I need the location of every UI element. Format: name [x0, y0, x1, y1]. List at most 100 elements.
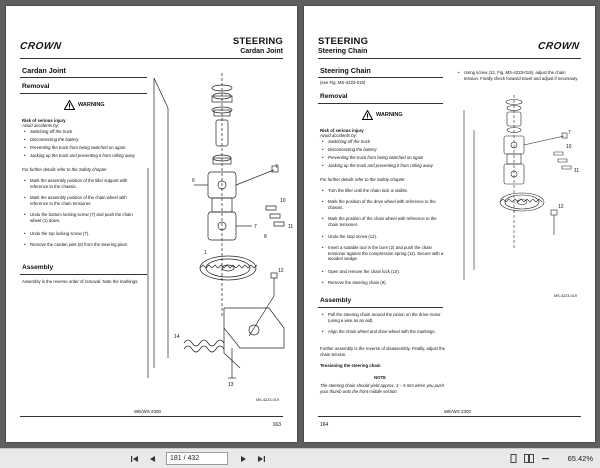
- crown-logo: CROWN: [536, 41, 580, 52]
- footer-model: WE/WS 2300: [134, 409, 162, 414]
- risk-item: Switching off the truck: [322, 139, 442, 145]
- callout-11: 11: [288, 224, 293, 230]
- callout-6: 6: [192, 178, 195, 184]
- step: Mark the position of the drive wheel wit…: [322, 199, 444, 210]
- step: Insert a suitable tool in the bore (2) a…: [322, 245, 444, 262]
- header-subtitle: Cardan Joint: [240, 48, 283, 55]
- callout-12: 12: [558, 204, 564, 210]
- step: Turn the tiller until the chain lock is …: [322, 188, 444, 194]
- figure-ref: MS-4223-019: [255, 398, 279, 402]
- assembly-rule: [318, 307, 443, 308]
- single-page-icon: [510, 454, 516, 463]
- callout-14: 14: [174, 334, 180, 340]
- risk-intro: Avoid accidents by:: [22, 123, 59, 128]
- header-rule: [20, 58, 283, 59]
- callout-7: 7: [568, 130, 571, 136]
- assembly-heading: Assembly: [320, 297, 352, 304]
- crown-logo: CROWN: [19, 41, 63, 52]
- risk-outro: For further details refer to the Safety …: [22, 167, 108, 172]
- document-viewer: CROWN STEERING Cardan Joint Cardan Joint…: [0, 0, 600, 448]
- header-title: STEERING: [232, 36, 283, 47]
- assembly-step: Pull the steering chain around the pinio…: [322, 312, 444, 323]
- next-page-button[interactable]: [236, 452, 250, 465]
- callout-10: 10: [566, 144, 572, 150]
- header-title: STEERING: [318, 36, 369, 47]
- callout-12: 12: [278, 268, 284, 274]
- page-164: STEERING Steering Chain CROWN Steering C…: [304, 6, 595, 442]
- page-number-field[interactable]: 181 / 432: [166, 452, 228, 465]
- step: Remove the cardan joint (6) from the ste…: [24, 242, 144, 248]
- section-rule: [20, 77, 147, 78]
- note-text: The steering chain should yield approx. …: [320, 383, 444, 394]
- zoom-out-icon: [541, 458, 549, 460]
- footer-model: WE/WS 2300: [444, 409, 472, 414]
- step: Mark the position of the chain wheel wit…: [322, 216, 444, 227]
- risk-title: Risk of serious injury: [22, 118, 66, 123]
- viewer-toolbar: 181 / 432 65.42%: [0, 448, 600, 468]
- cardan-joint-exploded-diagram: 7 6 7 1 10 11 8 12 14 13: [147, 73, 293, 388]
- callout-1: 1: [204, 250, 207, 256]
- assembly-heading: Assembly: [22, 264, 54, 271]
- warning-box: WARNING: [63, 99, 105, 110]
- step: Mark the assembly position of the tiller…: [24, 178, 144, 189]
- warning-label: WARNING: [376, 112, 403, 118]
- section-title: Cardan Joint: [22, 66, 66, 75]
- assembly-text: Assembly is the reverse order of removal…: [22, 279, 139, 284]
- callout-7b: 7: [254, 224, 257, 230]
- risk-item: Preventing the truck from being switched…: [322, 155, 447, 161]
- last-page-icon: [258, 455, 265, 462]
- two-page-view-button[interactable]: [522, 452, 536, 465]
- warning-icon: [361, 109, 374, 120]
- removal-heading: Removal: [320, 93, 348, 100]
- section-title: Steering Chain: [320, 66, 371, 75]
- section-rule: [318, 77, 443, 78]
- removal-rule: [318, 103, 443, 104]
- risk-item: Disconnecting the battery: [322, 147, 442, 153]
- prev-page-icon: [150, 455, 155, 462]
- footer-rule: [20, 416, 283, 417]
- assembly-step: Align the chain wheel and drive wheel wi…: [322, 329, 444, 335]
- warning-icon: [63, 99, 76, 110]
- see-fig: (see Fig. MS-4223-019): [320, 80, 366, 85]
- last-page-button[interactable]: [254, 452, 268, 465]
- callout-8: 8: [264, 234, 267, 240]
- callout-7: 7: [275, 164, 278, 170]
- tension-heading: Tensioning the steering chain: [320, 363, 381, 368]
- step: Undo the stop screw (12).: [322, 234, 444, 240]
- zoom-out-button[interactable]: [538, 452, 552, 465]
- header-subtitle: Steering Chain: [318, 48, 368, 55]
- assembly-rule: [20, 274, 147, 275]
- page-163: CROWN STEERING Cardan Joint Cardan Joint…: [6, 6, 297, 442]
- step: Mark the assembly position of the chain …: [24, 195, 144, 206]
- warning-box: WARNING: [361, 109, 403, 120]
- first-page-button[interactable]: [128, 452, 142, 465]
- removal-heading: Removal: [22, 83, 50, 90]
- risk-item: Switching off the truck: [24, 129, 142, 135]
- right-col-step: Using screw (12, Fig. MS-4223-019), adju…: [458, 70, 580, 81]
- step: Undo the top locking screw (7).: [24, 231, 144, 237]
- next-page-icon: [241, 455, 246, 462]
- step: Undo the bottom locking screw (7) and pu…: [24, 212, 144, 223]
- risk-item: Jacking up the truck and preventing it f…: [322, 163, 444, 169]
- single-page-view-button[interactable]: [506, 452, 520, 465]
- callout-13: 13: [228, 382, 234, 388]
- step: Open and remove the chain lock (10).: [322, 269, 444, 275]
- callout-11: 11: [574, 168, 579, 174]
- removal-rule: [20, 93, 147, 94]
- risk-intro: Avoid accidents by:: [320, 133, 357, 138]
- risk-title: Risk of serious injury: [320, 128, 364, 133]
- assembly-text: Further assembly is the reverse of disas…: [320, 346, 445, 357]
- prev-page-button[interactable]: [146, 452, 160, 465]
- callout-10: 10: [280, 198, 286, 204]
- risk-item: Disconnecting the battery: [24, 137, 142, 143]
- header-rule: [318, 58, 581, 59]
- page-number: 163: [272, 422, 281, 428]
- steering-chain-exploded-diagram: 7 10 11 12: [463, 95, 579, 280]
- footer-rule: [318, 416, 581, 417]
- zoom-level[interactable]: 65.42%: [567, 454, 593, 463]
- page-number: 164: [320, 422, 329, 428]
- note-label: NOTE: [374, 375, 386, 380]
- warning-label: WARNING: [78, 102, 105, 108]
- two-page-icon: [524, 454, 534, 463]
- first-page-icon: [131, 455, 138, 462]
